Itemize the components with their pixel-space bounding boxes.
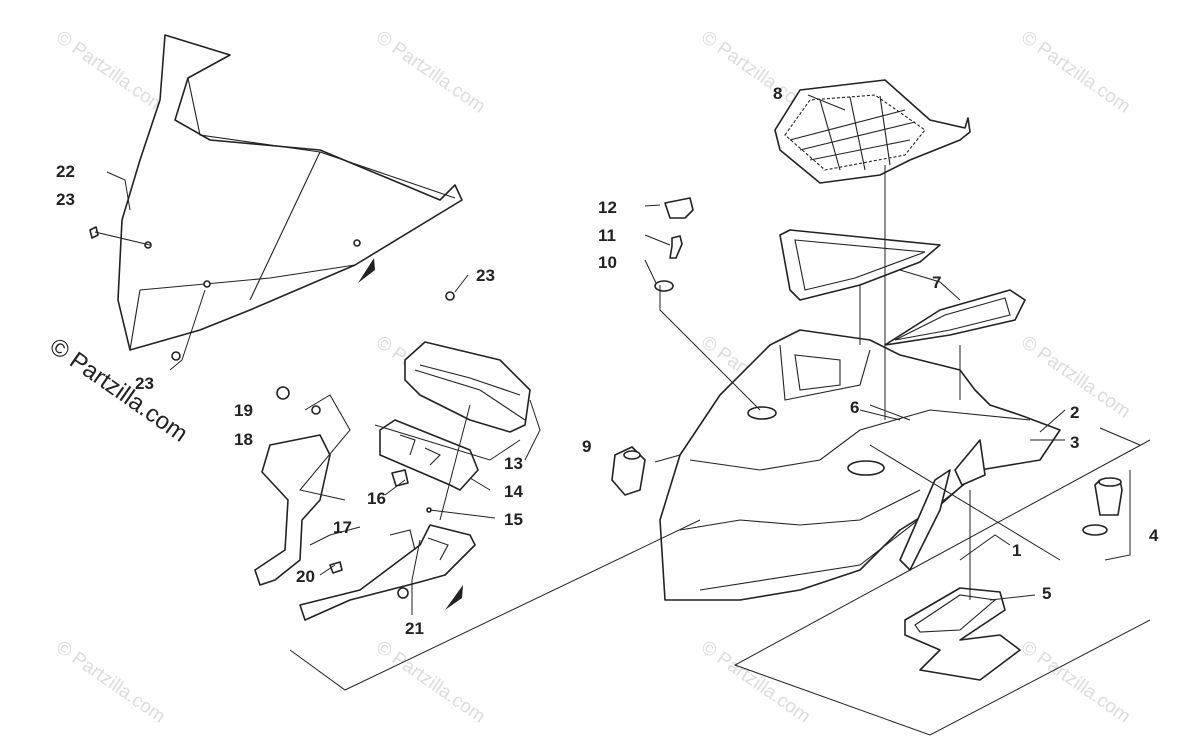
storage-net-part-8	[774, 79, 971, 184]
callout-18: 18	[234, 430, 253, 449]
callout-19: 19	[234, 401, 253, 420]
callout-3: 3	[1070, 433, 1079, 452]
pad-part-5	[904, 587, 1021, 681]
copyright-label: © Partzilla.com	[45, 333, 193, 448]
callout-2: 2	[1070, 403, 1079, 422]
callout-11: 11	[598, 226, 616, 245]
callout-8: 8	[773, 84, 782, 103]
callout-21: 21	[405, 619, 424, 638]
callout-5: 5	[1042, 584, 1051, 603]
windshield-part-22	[117, 34, 463, 351]
bracket-part-14	[379, 419, 479, 491]
callout-22: 22	[56, 162, 75, 181]
callout-20: 20	[296, 567, 315, 586]
watermark: © Partzilla.com	[52, 637, 169, 728]
pad-part-7	[779, 229, 1026, 346]
watermark: © Partzilla.com	[1017, 27, 1134, 118]
ignition-parts-10-12	[654, 197, 694, 292]
bracket-part-17	[254, 434, 476, 621]
callout-16: 16	[367, 489, 386, 508]
callout-6: 6	[850, 398, 859, 417]
watermark: © Partzilla.com	[372, 27, 489, 118]
watermark: © Partzilla.com	[52, 27, 169, 118]
callout-13: 13	[504, 454, 523, 473]
watermark: © Partzilla.com	[372, 637, 489, 728]
callout-1: 1	[1012, 541, 1021, 560]
screw-part-23	[89, 226, 455, 361]
arrow-marker-icon	[358, 258, 375, 283]
callout-15: 15	[504, 510, 523, 529]
callout-14: 14	[504, 482, 523, 501]
watermark: © Partzilla.com	[697, 637, 814, 728]
callout-labels: 1 2 3 4 5 6 7 8 9 10 11 12 13 14 15 16 1…	[56, 84, 1159, 638]
callout-4: 4	[1149, 526, 1159, 545]
watermark: © Partzilla.com	[1017, 637, 1134, 728]
callout-23: 23	[476, 266, 495, 285]
instrument-cluster-part-13	[404, 341, 531, 433]
callout-12: 12	[598, 198, 617, 217]
callout-23: 23	[135, 374, 154, 393]
callout-7: 7	[932, 273, 941, 292]
callout-17: 17	[333, 518, 352, 537]
callout-9: 9	[582, 437, 591, 456]
callout-10: 10	[598, 253, 617, 272]
arrow-marker-icon	[445, 585, 463, 610]
callout-23: 23	[56, 190, 75, 209]
leader-lines	[94, 94, 1151, 736]
outlet-part-4	[1082, 477, 1123, 536]
switch-part-9	[611, 446, 646, 496]
